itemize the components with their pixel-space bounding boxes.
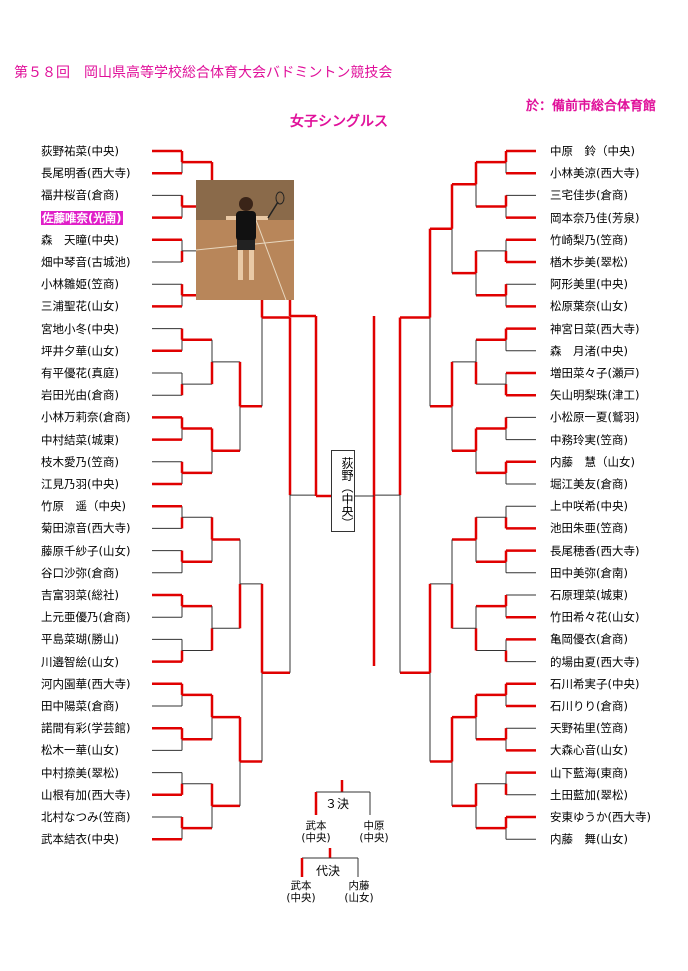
right-player-7: 阿形美里(中央) <box>550 277 628 292</box>
left-player-27: 諾間有彩(学芸館) <box>41 721 131 736</box>
left-player-6: 畑中琴音(古城池) <box>41 255 131 269</box>
left-player-18: 菊田涼音(西大寺) <box>41 521 131 536</box>
right-player-11: 増田菜々子(瀬戸) <box>550 366 640 380</box>
left-player-2: 長尾明香(西大寺) <box>41 166 131 181</box>
third-place-label: ３決 <box>325 797 350 811</box>
right-player-3: 三宅佳歩(倉商) <box>550 188 628 203</box>
right-player-12: 矢山明梨珠(津工) <box>550 388 640 403</box>
left-player-7: 小林雛姫(笠商) <box>41 277 119 292</box>
third-place-right: 中原 (中央) <box>359 820 389 844</box>
left-player-12: 岩田光由(倉商) <box>41 388 119 403</box>
left-player-11: 有平優花(真庭) <box>41 366 119 380</box>
left-player-9: 宮地小冬(中央) <box>41 321 119 336</box>
left-player-30: 山根有加(西大寺) <box>41 787 131 802</box>
right-player-1: 中原 鈴（中央) <box>550 144 635 158</box>
right-player-22: 竹田希々花(山女) <box>550 610 640 625</box>
right-player-10: 森 月渚(中央) <box>550 343 628 358</box>
left-player-28: 松木一華(山女) <box>41 743 119 758</box>
right-player-14: 中務玲実(笠商) <box>550 432 628 447</box>
left-player-19: 藤原千紗子(山女) <box>41 543 131 558</box>
left-player-14: 中村結菜(城東) <box>41 432 119 447</box>
right-player-25: 石川希実子(中央) <box>550 676 640 691</box>
left-player-1: 荻野祐菜(中央) <box>41 144 119 158</box>
event-title: 女子シングルス <box>290 114 388 130</box>
player-photo <box>196 180 294 300</box>
right-player-17: 上中咲希(中央) <box>550 499 628 514</box>
right-player-26: 石川りり(倉商) <box>550 699 628 713</box>
left-player-16: 江見乃羽(中央) <box>41 477 119 491</box>
left-player-17: 竹原 遥（中央) <box>41 499 126 514</box>
left-player-5: 森 天瞳(中央) <box>41 232 119 247</box>
left-player-26: 田中陽菜(倉商) <box>41 699 119 713</box>
right-player-27: 天野祐里(笠商) <box>550 721 628 736</box>
right-player-18: 池田朱亜(笠商) <box>550 521 628 536</box>
representative-right: 内藤 (山女) <box>344 880 374 904</box>
right-player-23: 亀岡優衣(倉商) <box>550 632 628 647</box>
representative-left: 武本 (中央) <box>286 880 316 904</box>
left-player-21: 吉富羽菜(総社) <box>41 588 119 602</box>
right-player-8: 松原葉奈(山女) <box>550 299 628 314</box>
badminton-player-image <box>196 180 294 300</box>
right-player-2: 小林美涼(西大寺) <box>550 166 640 181</box>
left-player-31: 北村なつみ(笠商) <box>41 810 131 824</box>
right-player-9: 神宮日菜(西大寺) <box>550 321 640 336</box>
right-player-21: 石原理菜(城東) <box>550 588 628 602</box>
third-place-left: 武本 (中央) <box>301 820 331 844</box>
left-player-29: 中村捺美(翠松) <box>41 765 119 780</box>
right-player-29: 山下藍海(東商) <box>550 765 628 780</box>
left-player-20: 谷口沙弥(倉商) <box>41 565 119 580</box>
representative-label: 代決 <box>316 864 341 878</box>
left-player-15: 枝木愛乃(笠商) <box>41 454 119 469</box>
left-player-13: 小林万莉奈(倉商) <box>41 410 131 425</box>
venue-label: 於：備前市総合体育館 <box>526 99 657 114</box>
left-player-22: 上元亜優乃(倉商) <box>41 610 131 625</box>
right-player-19: 長尾穂香(西大寺) <box>550 543 640 558</box>
right-player-13: 小松原一夏(鷲羽) <box>550 410 640 425</box>
left-player-32: 武本結衣(中央) <box>41 832 119 847</box>
right-player-24: 的場由夏(西大寺) <box>550 654 640 669</box>
champion-box: 荻野（中央） <box>331 450 355 532</box>
right-player-15: 内藤 慧（山女) <box>550 454 635 469</box>
right-player-28: 大森心音(山女) <box>550 743 628 758</box>
left-player-4: 佐藤唯奈(光南) <box>41 210 123 225</box>
right-player-30: 土田藍加(翠松) <box>550 787 628 802</box>
left-player-3: 福井桜音(倉商) <box>41 188 119 203</box>
right-player-20: 田中美弥(倉南) <box>550 565 628 580</box>
right-player-4: 岡本奈乃佳(芳泉) <box>550 210 640 225</box>
page-title: 第５８回 岡山県高等学校総合体育大会バドミントン競技会 <box>14 65 393 81</box>
left-player-24: 川邉智絵(山女) <box>41 654 119 669</box>
left-player-23: 平島菜瑚(勝山) <box>41 632 119 647</box>
left-player-25: 河内園華(西大寺) <box>41 676 131 691</box>
right-player-32: 内藤 舞(山女) <box>550 832 628 847</box>
right-player-31: 安東ゆうか(西大寺) <box>550 810 651 824</box>
left-player-10: 坪井夕華(山女) <box>41 343 119 358</box>
right-player-6: 楢木歩美(翠松) <box>550 255 628 269</box>
left-player-8: 三浦聖花(山女) <box>41 299 119 314</box>
right-player-5: 竹崎梨乃(笠商) <box>550 232 628 247</box>
right-player-16: 堀江美友(倉商) <box>550 477 628 491</box>
